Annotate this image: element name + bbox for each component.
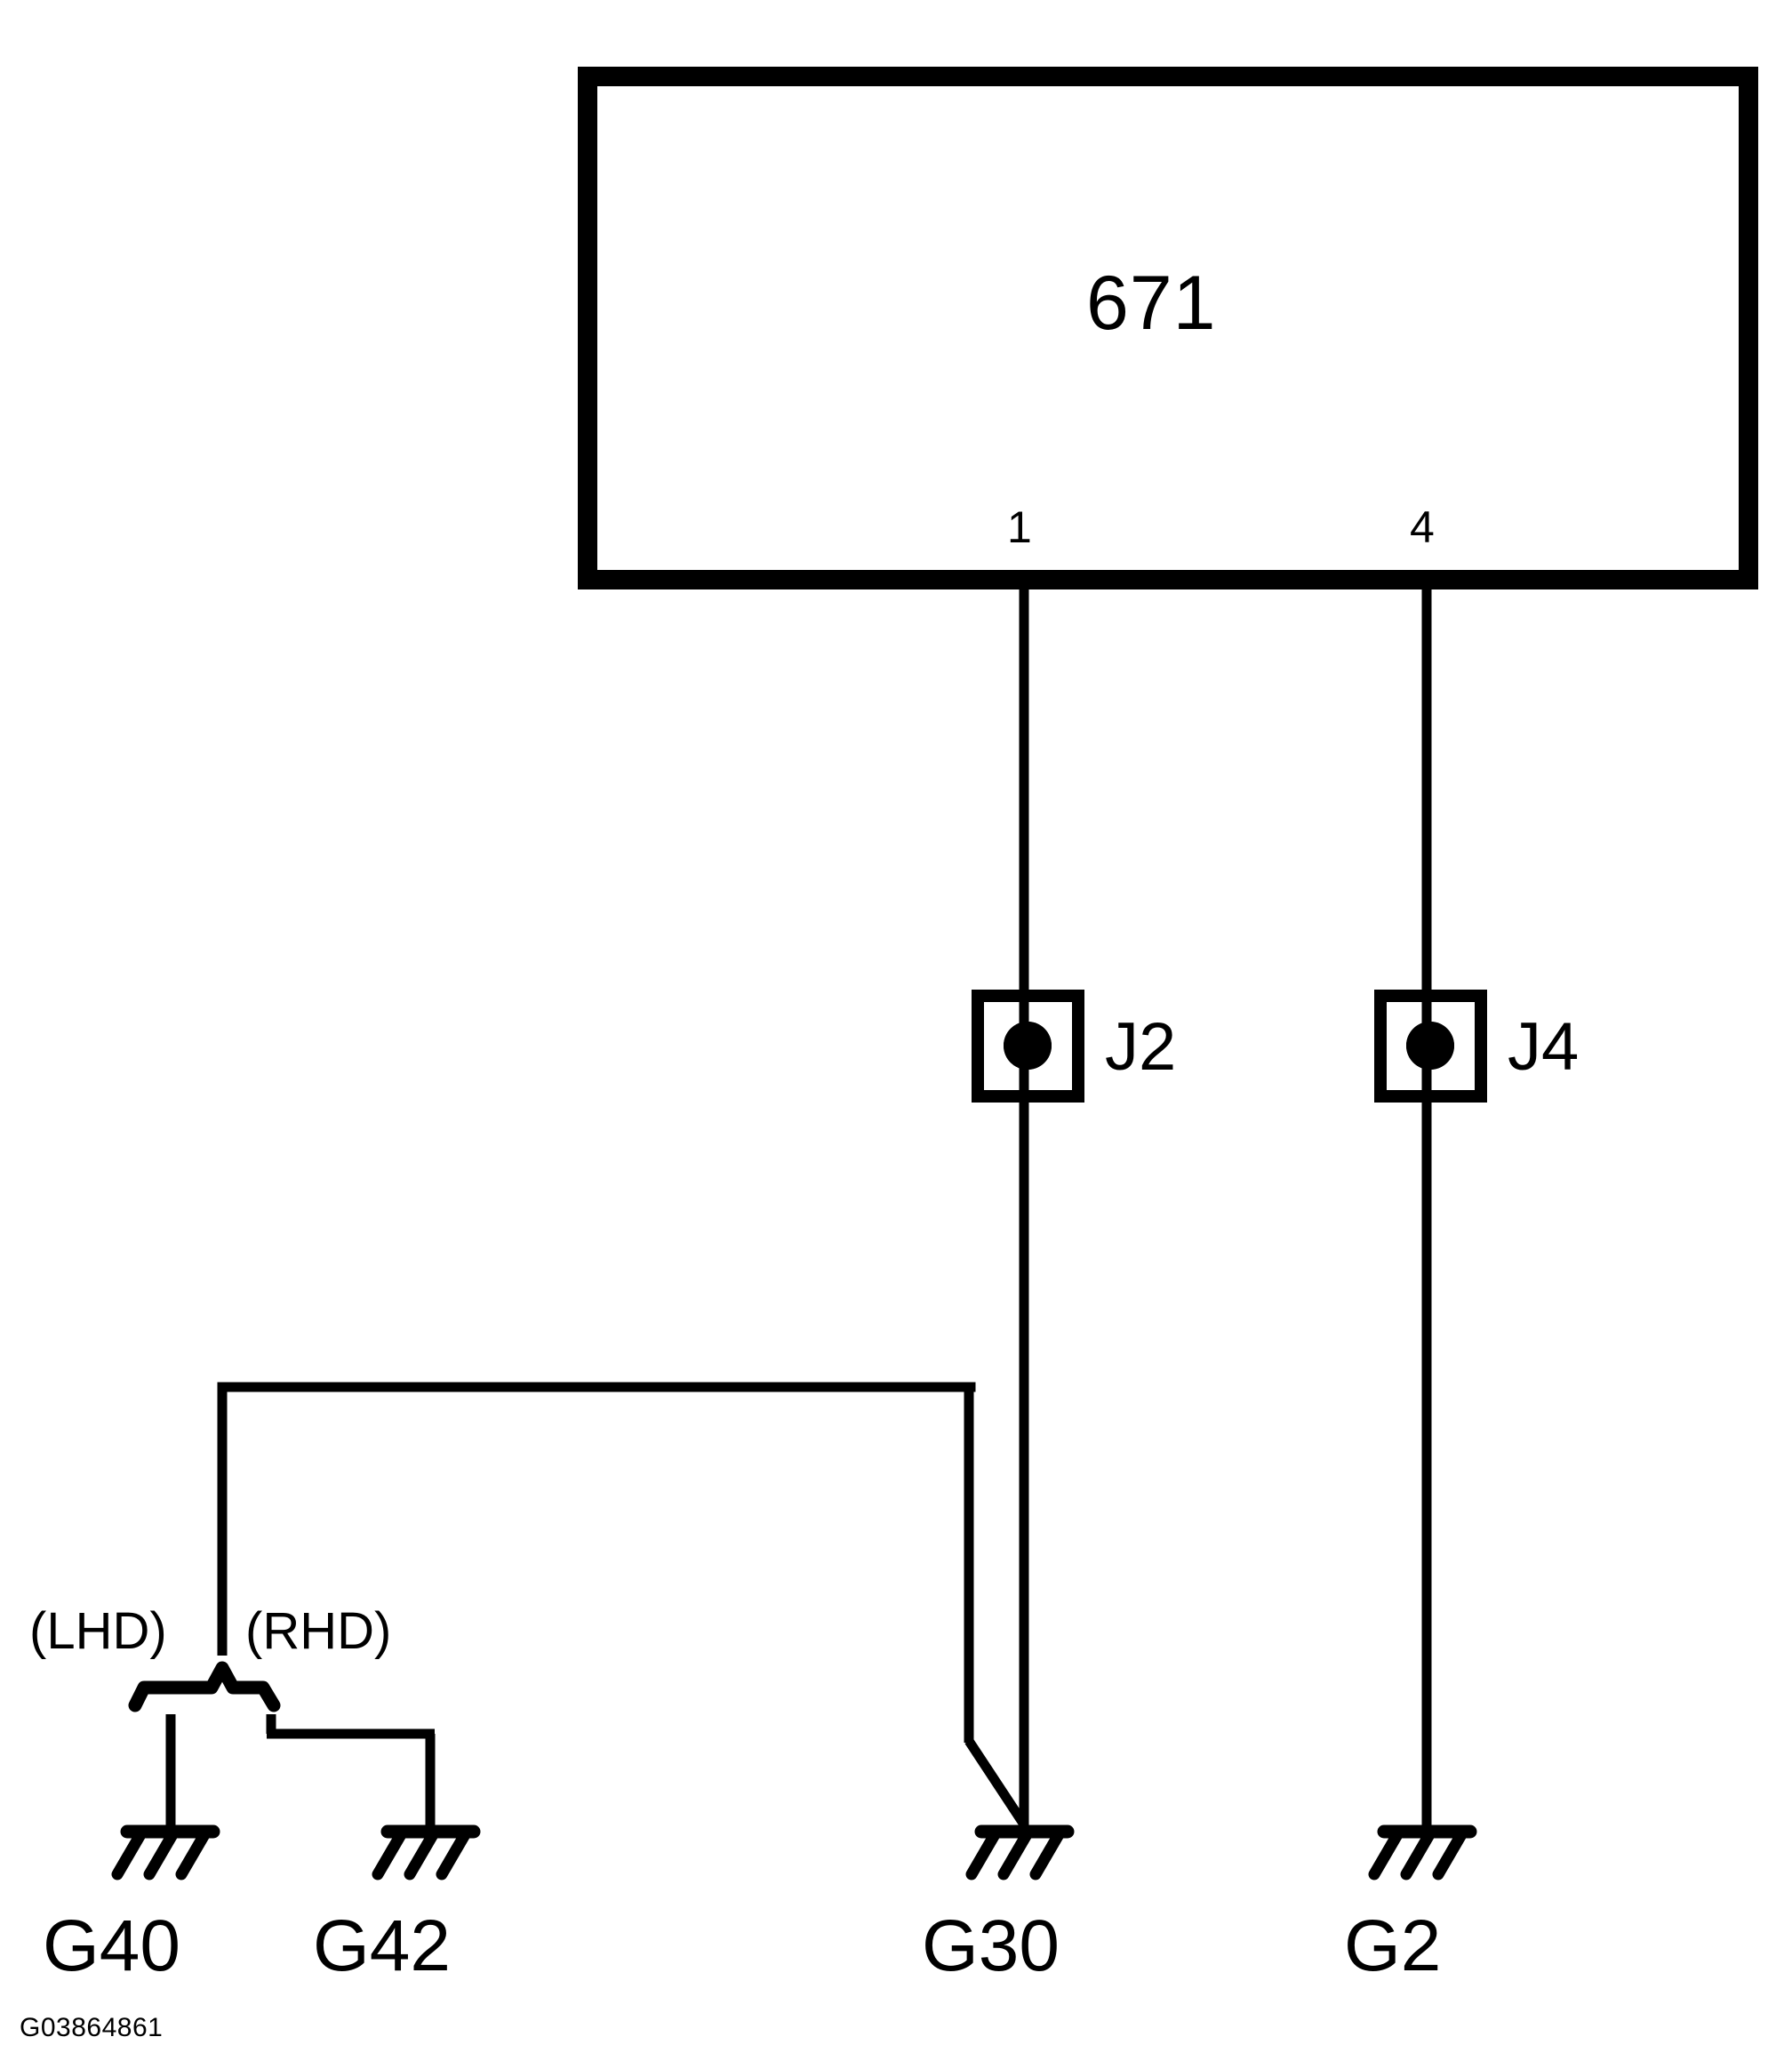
figure-id-label: G03864861	[20, 2013, 164, 2042]
ground-label-g42: G42	[313, 1905, 451, 1986]
junction-dot-j2-overlay-icon	[1004, 1022, 1052, 1070]
pin-number-1-label: 1	[1007, 502, 1032, 552]
junction-label-j4: J4	[1508, 1009, 1580, 1085]
ground-symbol-g40-icon	[111, 1824, 220, 1881]
ground-symbol-g2-icon	[1368, 1824, 1477, 1881]
variant-label-rhd: (RHD)	[245, 1602, 392, 1660]
pin-number-4-label: 4	[1410, 502, 1435, 552]
ground-label-g30: G30	[922, 1905, 1060, 1986]
ground-label-g2: G2	[1344, 1905, 1442, 1986]
junction-dot-j4-overlay-icon	[1406, 1022, 1454, 1070]
ground-symbol-g42-icon	[372, 1824, 481, 1881]
ground-symbol-g30-icon	[965, 1824, 1075, 1881]
junction-label-j2: J2	[1105, 1009, 1177, 1085]
variant-label-lhd: (LHD)	[29, 1602, 167, 1660]
wire-branch-diagonal-to-g30	[964, 1737, 1028, 1828]
component-id-label: 671	[1086, 261, 1217, 346]
ground-label-g40: G40	[43, 1905, 180, 1986]
variant-brace-icon	[128, 1661, 281, 1712]
component-box-671	[578, 67, 1758, 589]
